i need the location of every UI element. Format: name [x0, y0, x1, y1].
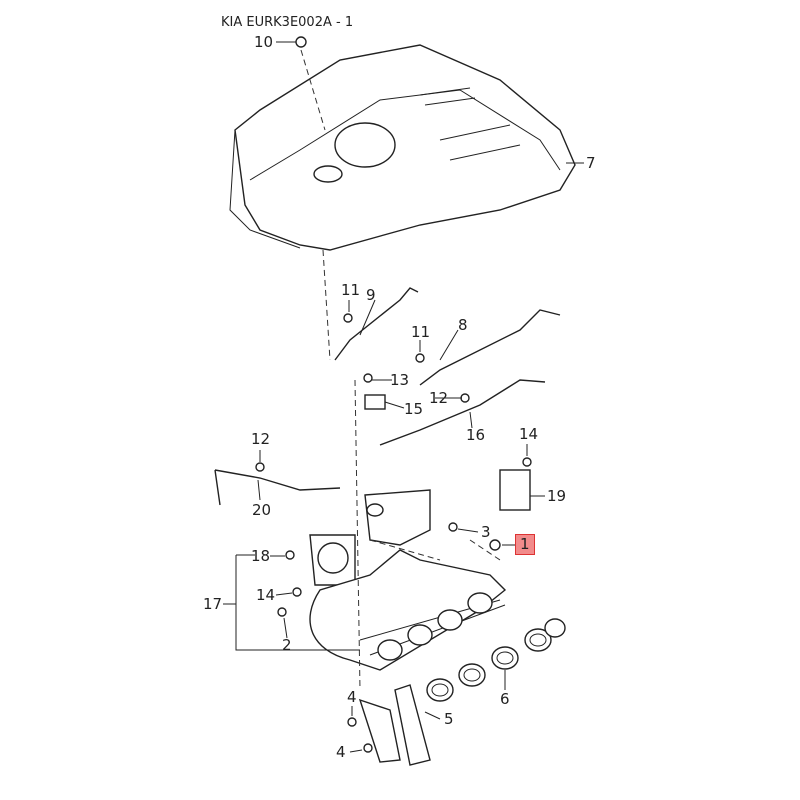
callout-18[interactable]: 18: [251, 547, 271, 565]
callout-14[interactable]: 14: [256, 586, 276, 604]
bolt[interactable]: [255, 36, 532, 753]
gasket[interactable]: [426, 618, 566, 702]
callout-17[interactable]: 17: [203, 595, 223, 613]
callout-10[interactable]: 10: [254, 33, 274, 51]
bracket-5: [358, 684, 431, 766]
callout-1-highlighted[interactable]: 1: [515, 534, 535, 555]
callout-8[interactable]: 8: [458, 316, 468, 334]
pipe-20: [214, 469, 341, 506]
callout-14[interactable]: 14: [519, 425, 539, 443]
callout-6[interactable]: 6: [500, 690, 510, 708]
callout-15[interactable]: 15: [404, 400, 424, 418]
callout-4[interactable]: 4: [347, 688, 357, 706]
callout-3[interactable]: 3: [481, 523, 491, 541]
callout-20[interactable]: 20: [252, 501, 272, 519]
callout-12[interactable]: 12: [429, 389, 449, 407]
diagram-title: KIA EURK3E002A - 1: [221, 15, 354, 30]
sensor-15: [364, 394, 386, 410]
intake-manifold[interactable]: [309, 489, 507, 671]
pipe-16: [379, 379, 546, 446]
engine-cover[interactable]: [229, 44, 576, 251]
callout-4[interactable]: 4: [336, 743, 346, 761]
bracket-9: [334, 287, 419, 361]
callout-2[interactable]: 2: [282, 636, 292, 654]
valve-19: [499, 469, 531, 511]
callout-11[interactable]: 11: [411, 323, 431, 341]
bracket-8: [419, 309, 561, 386]
callout-5[interactable]: 5: [444, 710, 454, 728]
callout-7[interactable]: 7: [586, 154, 596, 172]
callout-11[interactable]: 11: [341, 281, 361, 299]
callout-12[interactable]: 12: [251, 430, 271, 448]
callout-13[interactable]: 13: [390, 371, 410, 389]
callout-16[interactable]: 16: [466, 426, 486, 444]
callout-9[interactable]: 9: [366, 286, 376, 304]
callout-19[interactable]: 19: [547, 487, 567, 505]
